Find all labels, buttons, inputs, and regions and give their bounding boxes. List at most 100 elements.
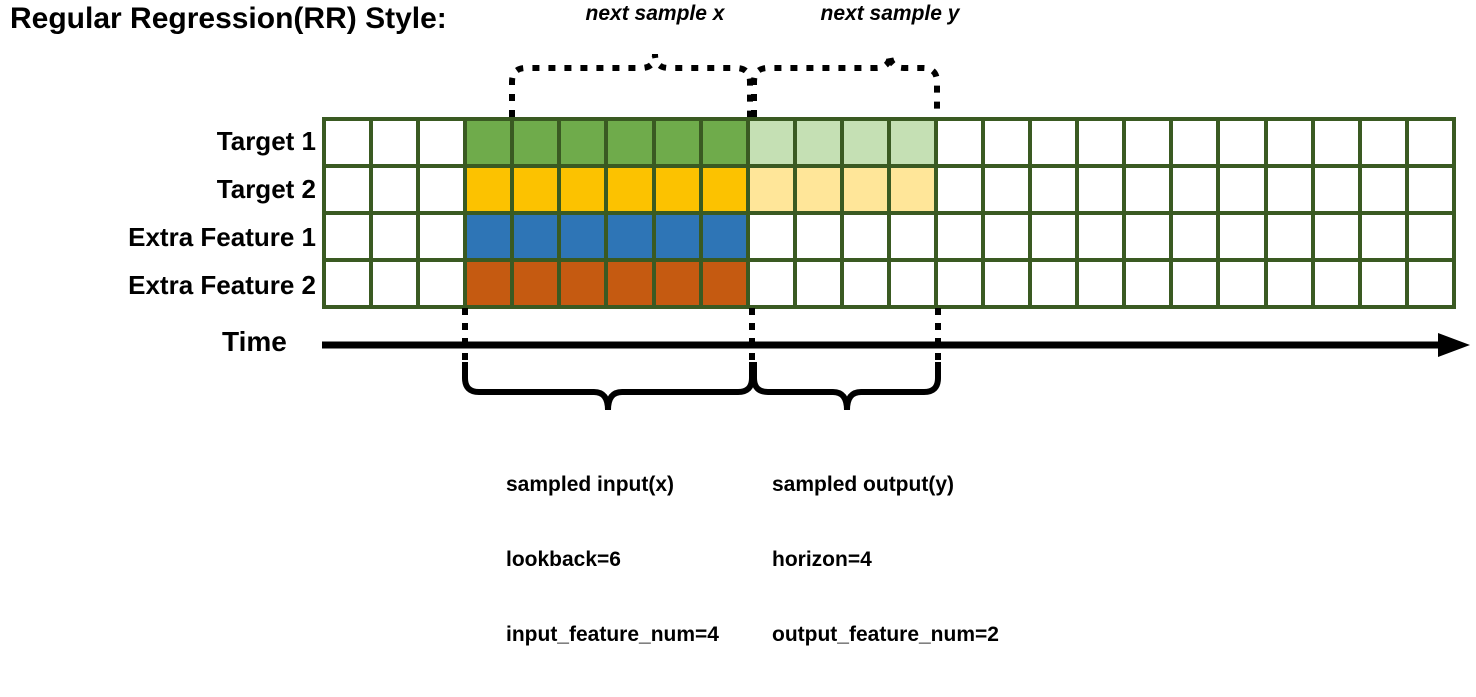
grid-cell bbox=[1267, 215, 1311, 258]
grid-cell bbox=[890, 262, 935, 305]
lower-brace-group bbox=[0, 300, 1476, 420]
annotation-next-sample-x: next sample x bbox=[585, 2, 725, 25]
grid-cell bbox=[608, 215, 652, 258]
grid-cell bbox=[1079, 168, 1123, 211]
grid-cell bbox=[420, 121, 464, 164]
annotation-next-sample-y: next sample y bbox=[820, 2, 960, 25]
grid-cell bbox=[1314, 121, 1358, 164]
grid-cell bbox=[1173, 121, 1217, 164]
row-label-extra-feature-2: Extra Feature 2 bbox=[128, 270, 316, 300]
caption-input-line3: input_feature_num=4 bbox=[506, 623, 719, 646]
grid-cell bbox=[1032, 262, 1076, 305]
grid-cell bbox=[467, 121, 511, 164]
caption-sampled-output: sampled output(y) horizon=4 output_featu… bbox=[772, 422, 999, 697]
grid-cell bbox=[514, 262, 558, 305]
grid-cell bbox=[1267, 262, 1311, 305]
page-title: Regular Regression(RR) Style: bbox=[10, 2, 447, 35]
grid-cell bbox=[1220, 262, 1264, 305]
grid-cell bbox=[420, 168, 464, 211]
grid-cell bbox=[608, 262, 652, 305]
grid-cell bbox=[985, 262, 1029, 305]
caption-output-line3: output_feature_num=2 bbox=[772, 623, 999, 646]
grid-cell bbox=[467, 215, 511, 258]
grid-cell bbox=[702, 121, 746, 164]
grid-cell bbox=[1126, 121, 1170, 164]
grid-cell bbox=[561, 121, 605, 164]
grid-cell bbox=[1079, 215, 1123, 258]
grid-cell bbox=[985, 168, 1029, 211]
grid-cell bbox=[1361, 121, 1405, 164]
grid-cell bbox=[373, 262, 417, 305]
grid-cell bbox=[1126, 262, 1170, 305]
grid-cell bbox=[420, 215, 464, 258]
caption-output-line1: sampled output(y) bbox=[772, 473, 954, 496]
row-label-extra-feature-1: Extra Feature 1 bbox=[128, 222, 316, 252]
caption-sampled-input: sampled input(x) lookback=6 input_featur… bbox=[506, 422, 719, 697]
grid-cell bbox=[890, 121, 935, 164]
upper-dotted-braces-svg bbox=[509, 53, 940, 117]
grid-cell bbox=[749, 121, 793, 164]
grid-cell bbox=[1173, 215, 1217, 258]
caption-input-line2: lookback=6 bbox=[506, 548, 621, 571]
brace-sampled-input bbox=[462, 362, 755, 411]
row-label-target-2: Target 2 bbox=[216, 174, 316, 204]
grid-cell bbox=[373, 168, 417, 211]
grid-cell bbox=[1267, 168, 1311, 211]
lower-braces-svg bbox=[462, 308, 941, 411]
grid-cell bbox=[514, 168, 558, 211]
grid-cell bbox=[608, 121, 652, 164]
grid-cell bbox=[1361, 262, 1405, 305]
grid-row-1 bbox=[326, 168, 1452, 211]
grid-cell bbox=[702, 168, 746, 211]
grid-cell bbox=[1408, 121, 1452, 164]
grid-cell bbox=[985, 121, 1029, 164]
grid-cell bbox=[843, 215, 887, 258]
grid-cell bbox=[1314, 168, 1358, 211]
grid-row-0 bbox=[326, 121, 1452, 164]
grid-cell bbox=[1079, 262, 1123, 305]
grid-cell bbox=[561, 168, 605, 211]
grid-cell bbox=[420, 262, 464, 305]
grid-cell bbox=[1032, 121, 1076, 164]
row-label-target-1: Target 1 bbox=[216, 126, 316, 156]
grid-cell bbox=[514, 215, 558, 258]
grid-cell bbox=[373, 215, 417, 258]
grid-cell bbox=[890, 168, 935, 211]
grid-cell bbox=[702, 215, 746, 258]
grid-cell bbox=[467, 262, 511, 305]
grid-cell bbox=[373, 121, 417, 164]
grid-cell bbox=[1314, 215, 1358, 258]
grid-cell bbox=[514, 121, 558, 164]
grid-cell bbox=[1267, 121, 1311, 164]
grid-cell bbox=[843, 168, 887, 211]
grid-cell bbox=[1032, 168, 1076, 211]
grid-cell bbox=[796, 168, 840, 211]
grid-cell bbox=[655, 121, 699, 164]
grid-cell bbox=[1220, 168, 1264, 211]
grid-row-3 bbox=[326, 262, 1452, 305]
grid-cell bbox=[1173, 262, 1217, 305]
time-axis-arrow bbox=[322, 333, 1470, 357]
timeseries-grid bbox=[322, 117, 1456, 309]
diagram-canvas: Regular Regression(RR) Style: next sampl… bbox=[0, 2, 1476, 646]
grid-cell bbox=[655, 168, 699, 211]
grid-cell bbox=[1314, 262, 1358, 305]
grid-cell bbox=[796, 215, 840, 258]
grid-cell bbox=[1079, 121, 1123, 164]
brace-next-sample-x bbox=[509, 53, 753, 117]
grid-cell bbox=[749, 215, 793, 258]
grid-cell bbox=[655, 262, 699, 305]
grid-cell bbox=[1126, 168, 1170, 211]
grid-cell bbox=[326, 262, 370, 305]
grid-cell bbox=[985, 215, 1029, 258]
grid-cell bbox=[749, 262, 793, 305]
grid-cell bbox=[1126, 215, 1170, 258]
grid-cell bbox=[561, 262, 605, 305]
brace-sampled-output bbox=[751, 362, 941, 411]
grid-cell bbox=[749, 168, 793, 211]
grid-cell bbox=[1173, 168, 1217, 211]
grid-cell bbox=[1361, 215, 1405, 258]
grid-cell bbox=[1408, 262, 1452, 305]
grid-cell bbox=[796, 121, 840, 164]
time-axis-label: Time bbox=[222, 326, 287, 357]
